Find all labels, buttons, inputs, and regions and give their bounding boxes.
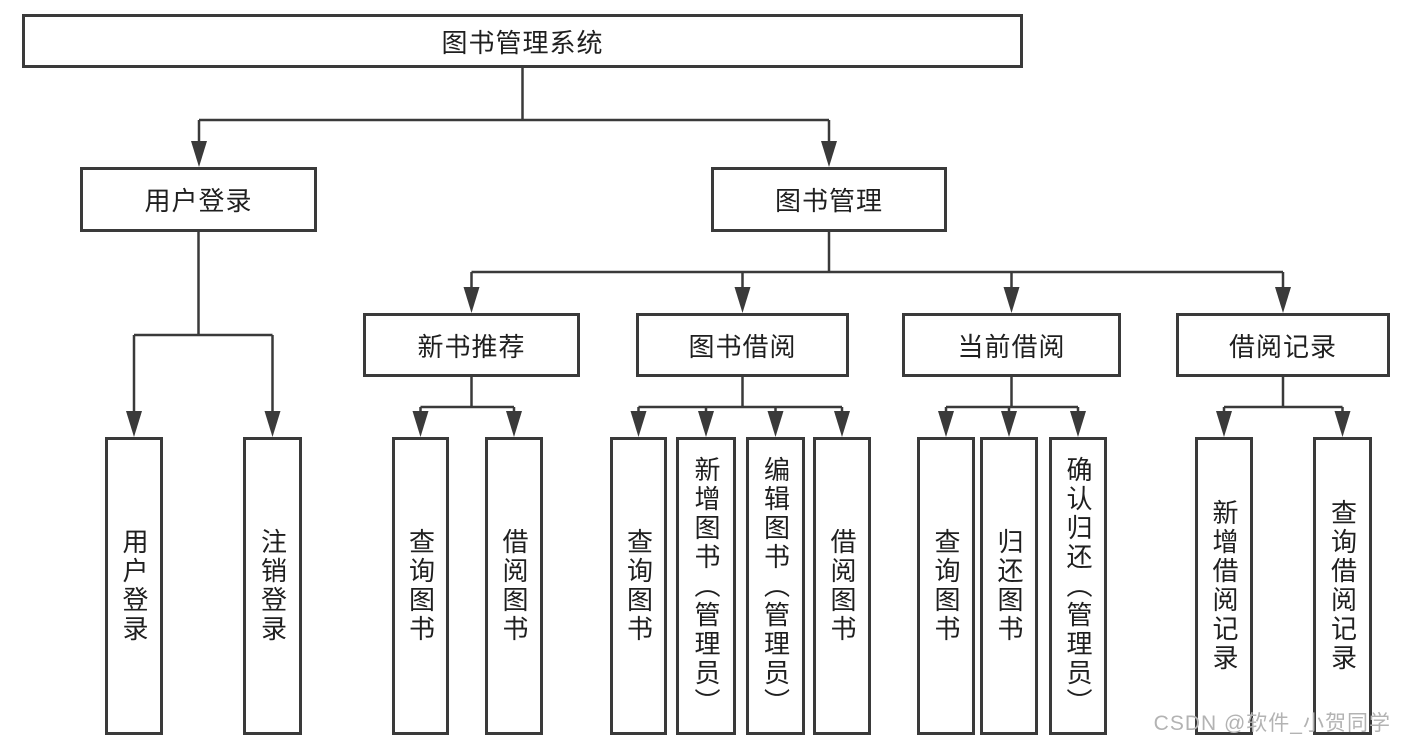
leaf-borrow-books: 借阅图书: [813, 437, 871, 735]
node-library-system: 图书管理系统: [22, 14, 1023, 68]
leaf-query-books-current: 查询图书: [917, 437, 975, 735]
connector-book-management-children: [463, 232, 1291, 313]
node-label: 当前借阅: [957, 331, 1066, 362]
leaf-query-borrow-record: 查询借阅记录: [1313, 437, 1372, 735]
node-label: 查询图书: [405, 528, 436, 644]
node-label: 归还图书: [994, 528, 1024, 644]
connector-borrow-record-children: [1216, 377, 1351, 437]
leaf-query-books-borrow: 查询图书: [610, 437, 667, 735]
connector-new-book-children: [412, 377, 522, 437]
node-book-borrow: 图书借阅: [636, 313, 849, 377]
csdn-watermark: CSDN @软件_小贺同学: [1153, 712, 1391, 735]
connector-root-to-level1: [191, 68, 837, 167]
node-label: 查询图书: [931, 528, 961, 644]
node-book-management: 图书管理: [711, 167, 947, 232]
leaf-add-borrow-record: 新增借阅记录: [1195, 437, 1253, 735]
node-current-borrow: 当前借阅: [902, 313, 1121, 377]
node-label: 新增借阅记录: [1209, 499, 1239, 673]
node-borrow-records: 借阅记录: [1176, 313, 1390, 377]
node-label: 注销登录: [257, 528, 288, 644]
node-new-book-recommend: 新书推荐: [363, 313, 580, 377]
leaf-query-books-recommend: 查询图书: [392, 437, 449, 735]
leaf-user-login: 用户登录: [105, 437, 163, 735]
connector-current-borrow-children: [938, 377, 1086, 437]
node-label: 图书借阅: [688, 331, 797, 362]
node-label: 借阅图书: [827, 528, 857, 644]
connector-book-borrow-children: [630, 377, 850, 437]
leaf-add-book-admin: 新增图书（管理员）: [676, 437, 736, 735]
node-label: 编辑图书（管理员）: [760, 455, 791, 717]
leaf-return-books: 归还图书: [980, 437, 1038, 735]
node-user-login: 用户登录: [80, 167, 317, 232]
node-label: 图书管理: [774, 186, 883, 216]
leaf-edit-book-admin: 编辑图书（管理员）: [746, 437, 805, 735]
connector-user-login-children: [126, 232, 281, 437]
node-label: 借阅图书: [499, 528, 529, 644]
node-label: 查询图书: [623, 528, 654, 644]
node-label: 查询借阅记录: [1327, 499, 1358, 673]
leaf-confirm-return-admin: 确认归还（管理员）: [1049, 437, 1107, 735]
node-label: 图书管理系统: [441, 27, 604, 58]
node-label: 确认归还（管理员）: [1063, 455, 1093, 717]
leaf-logout: 注销登录: [243, 437, 302, 735]
leaf-borrow-books-recommend: 借阅图书: [485, 437, 543, 735]
node-label: 借阅记录: [1228, 331, 1337, 362]
node-label: 用户登录: [119, 528, 149, 644]
node-label: 新书推荐: [417, 331, 526, 362]
node-label: 新增图书（管理员）: [691, 455, 721, 717]
node-label: 用户登录: [144, 186, 253, 216]
